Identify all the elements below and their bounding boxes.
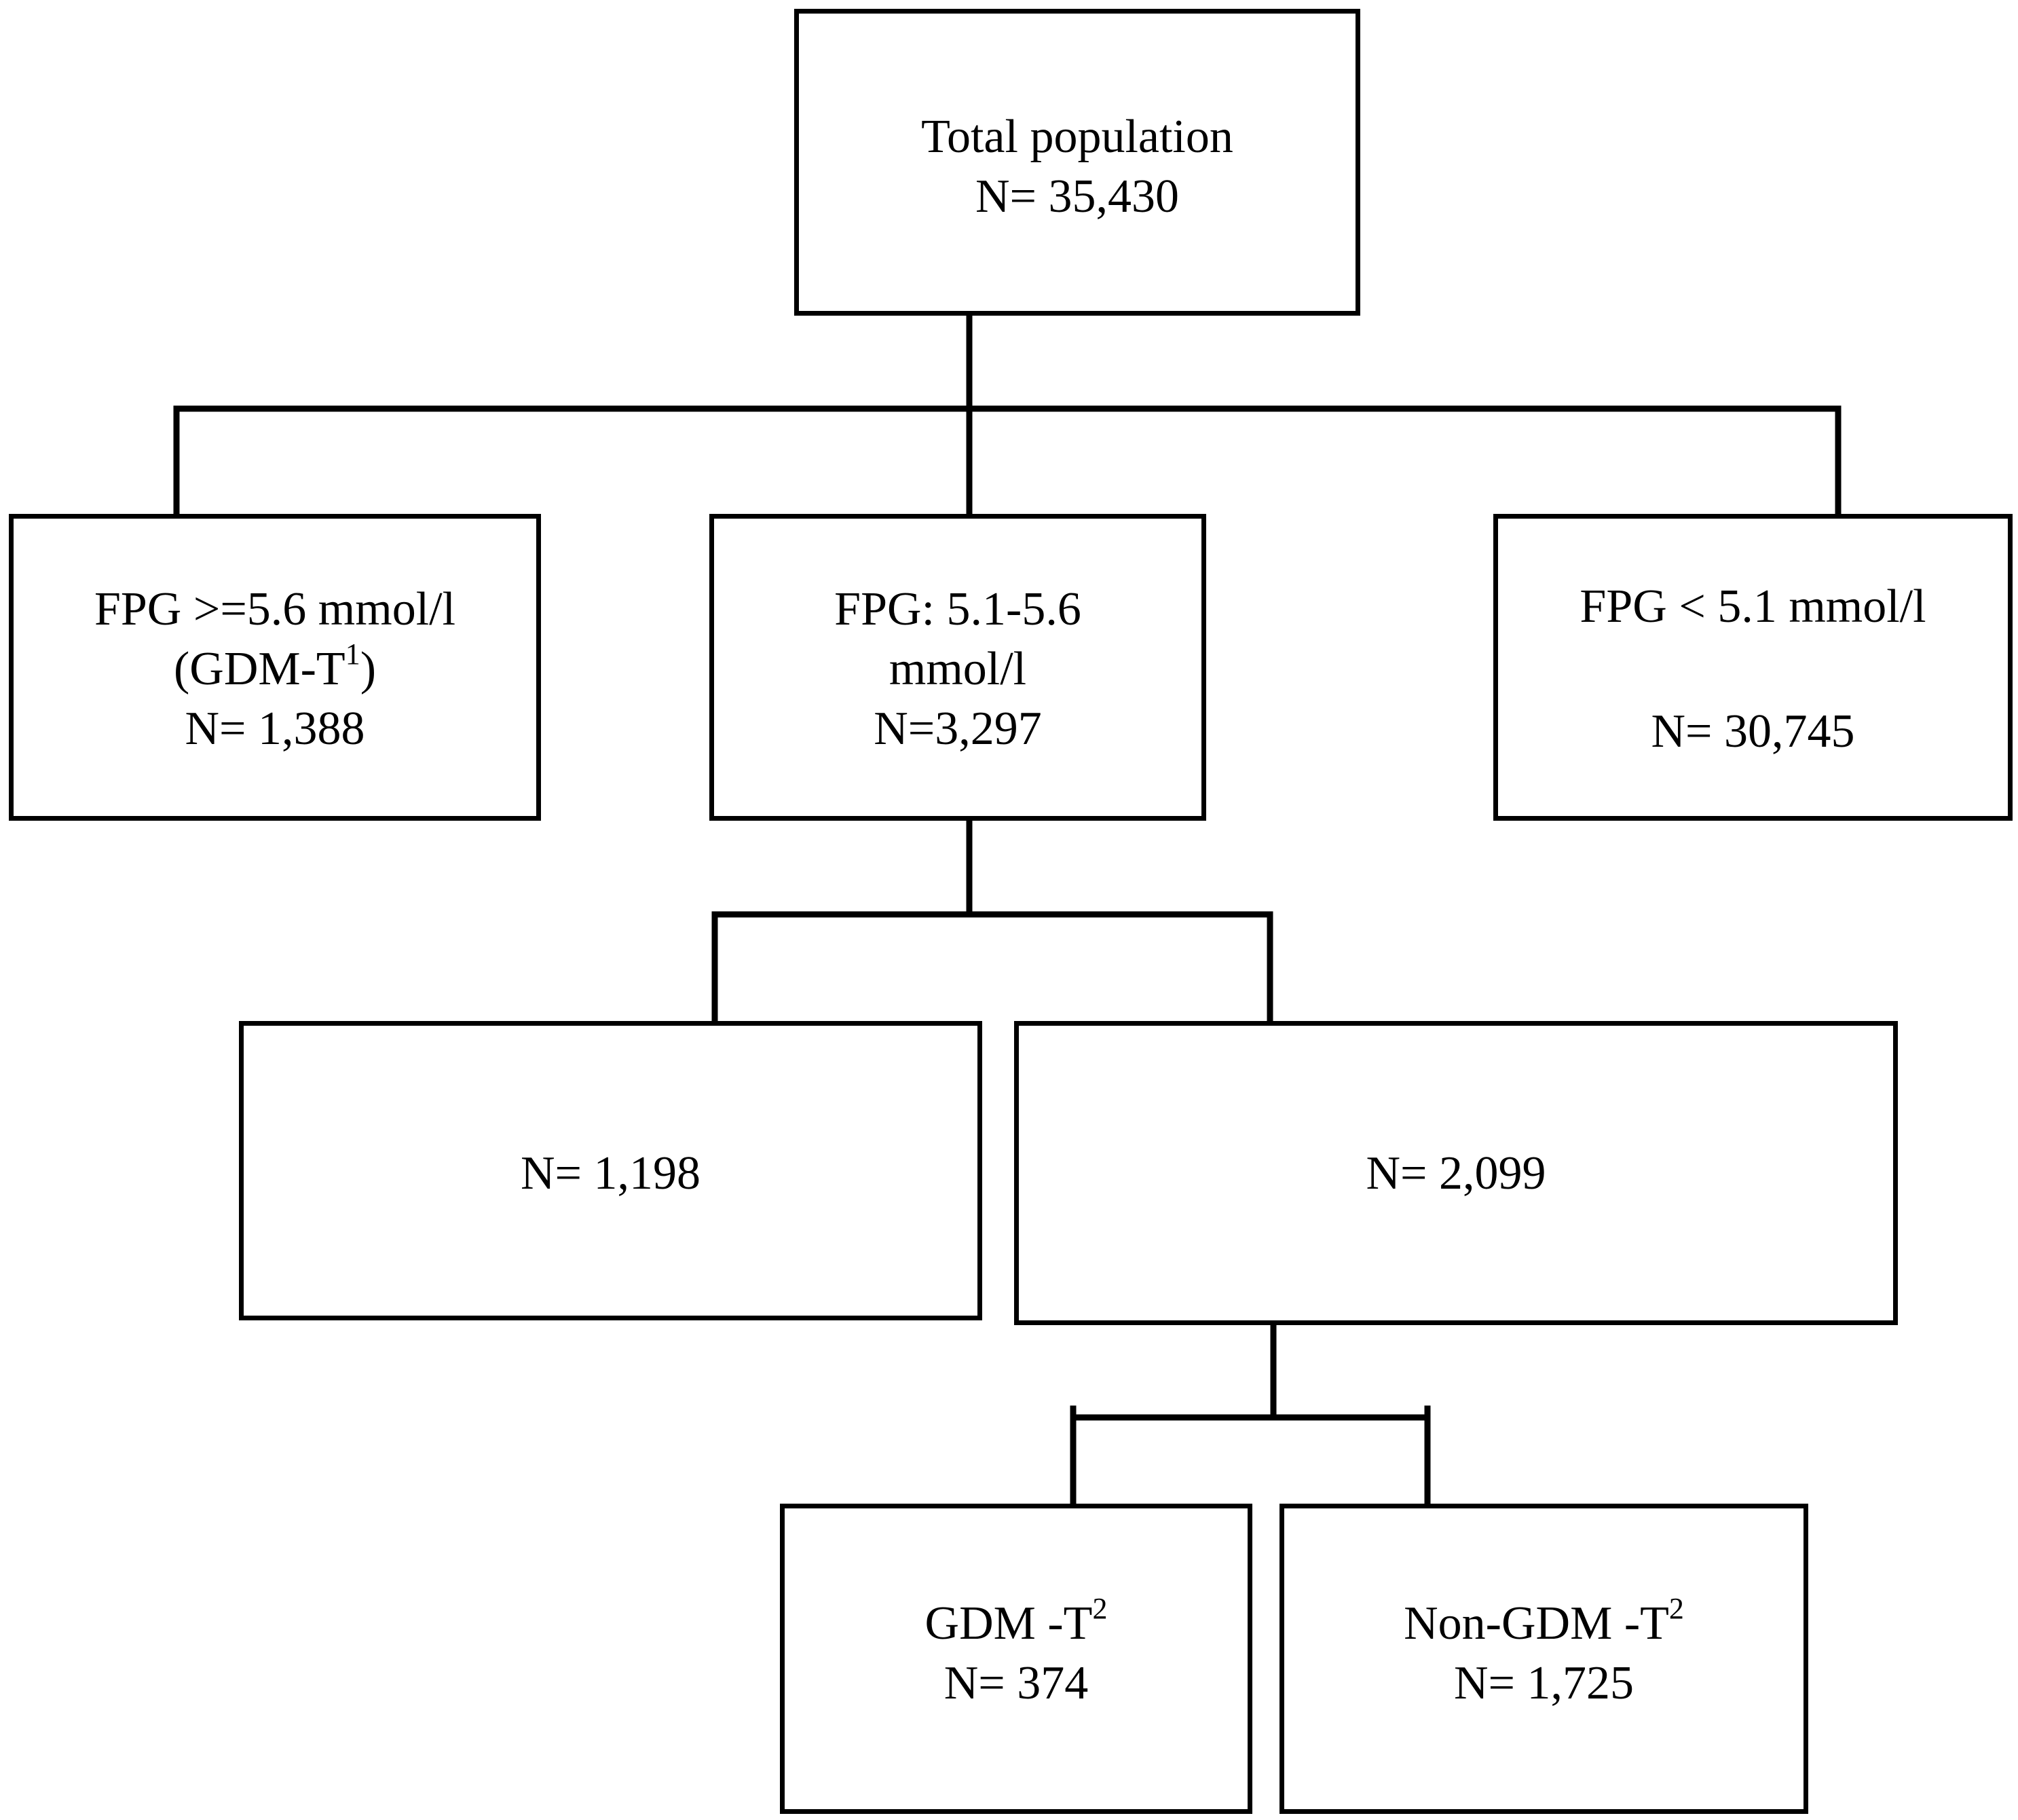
subgroup-1198-count: N= 1,198: [520, 1147, 701, 1200]
subgroup-1198-box: N= 1,198: [239, 1021, 982, 1320]
gdm-count: N= 374: [943, 1657, 1089, 1709]
gdm-label: GDM -T2: [924, 1592, 1108, 1650]
fpg-high-box: FPG >=5.6 mmol/l (GDM-T1) N= 1,388: [9, 514, 541, 821]
fpg-high-sublabel: (GDM-T1): [173, 637, 377, 696]
non-gdm-label: Non-GDM -T2: [1404, 1592, 1684, 1650]
fpg-mid-unit: mmol/l: [889, 643, 1027, 695]
fpg-mid-count: N=3,297: [874, 703, 1042, 755]
total-population-count: N= 35,430: [975, 170, 1180, 223]
fpg-low-count: N= 30,745: [1651, 705, 1855, 758]
fpg-high-label: FPG >=5.6 mmol/l: [94, 583, 456, 635]
subgroup-2099-count: N= 2,099: [1366, 1147, 1546, 1200]
total-population-label: Total population: [921, 111, 1233, 163]
fpg-mid-box: FPG: 5.1-5.6 mmol/l N=3,297: [709, 514, 1206, 821]
subgroup-2099-box: N= 2,099: [1014, 1021, 1898, 1325]
non-gdm-box: Non-GDM -T2 N= 1,725: [1279, 1504, 1808, 1814]
fpg-high-count: N= 1,388: [185, 703, 365, 755]
total-population-box: Total population N= 35,430: [794, 9, 1360, 316]
fpg-low-box: FPG < 5.1 mmol/l N= 30,745: [1493, 514, 2013, 821]
gdm-box: GDM -T2 N= 374: [780, 1504, 1252, 1814]
fpg-low-label: FPG < 5.1 mmol/l: [1580, 580, 1926, 633]
fpg-mid-label: FPG: 5.1-5.6: [834, 583, 1081, 635]
non-gdm-count: N= 1,725: [1453, 1657, 1634, 1709]
